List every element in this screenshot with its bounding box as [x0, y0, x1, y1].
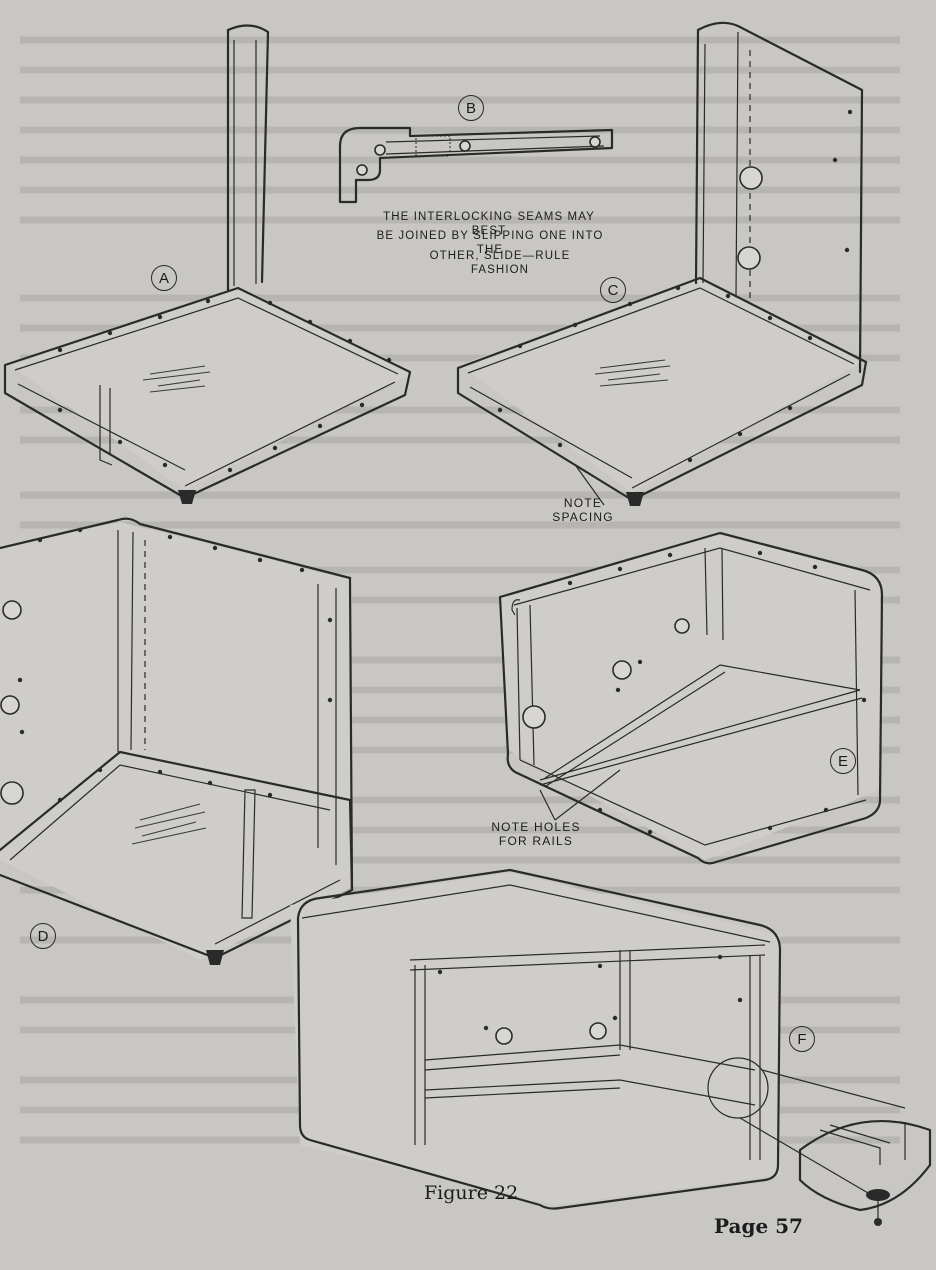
label-f: F	[789, 1026, 815, 1052]
label-a: A	[151, 265, 177, 291]
label-b: B	[458, 95, 484, 121]
note-holes-line-2: FOR RAILS	[498, 834, 574, 848]
drawing-a-base-with-upright	[3, 24, 415, 504]
seam-caption-line-3: OTHER, SLIDE—RULE FASHION	[429, 250, 571, 276]
label-e: E	[830, 748, 856, 774]
figure-caption: Figure 22	[424, 1182, 519, 1204]
page-number: Page 57	[714, 1214, 803, 1238]
drawing-f-completed-cabinet	[290, 868, 932, 1226]
seam-caption-line-2: BE JOINED BY SLIPPING ONE INTO THE	[376, 230, 604, 256]
drawing-c-base-with-back-panel	[456, 21, 868, 506]
drawing-d-three-panel-shell	[0, 517, 354, 965]
label-d: D	[30, 923, 56, 949]
note-holes-line-1: NOTE HOLES	[491, 820, 581, 834]
drawing-e-shell-with-rails	[498, 531, 884, 865]
note-spacing-line-2: SPACING	[552, 510, 614, 524]
label-c: C	[600, 277, 626, 303]
seam-caption-line-1: THE INTERLOCKING SEAMS MAY BEST	[383, 211, 595, 237]
note-spacing-line-1: NOTE	[563, 496, 603, 510]
drawing-b-seam-detail	[338, 126, 614, 204]
